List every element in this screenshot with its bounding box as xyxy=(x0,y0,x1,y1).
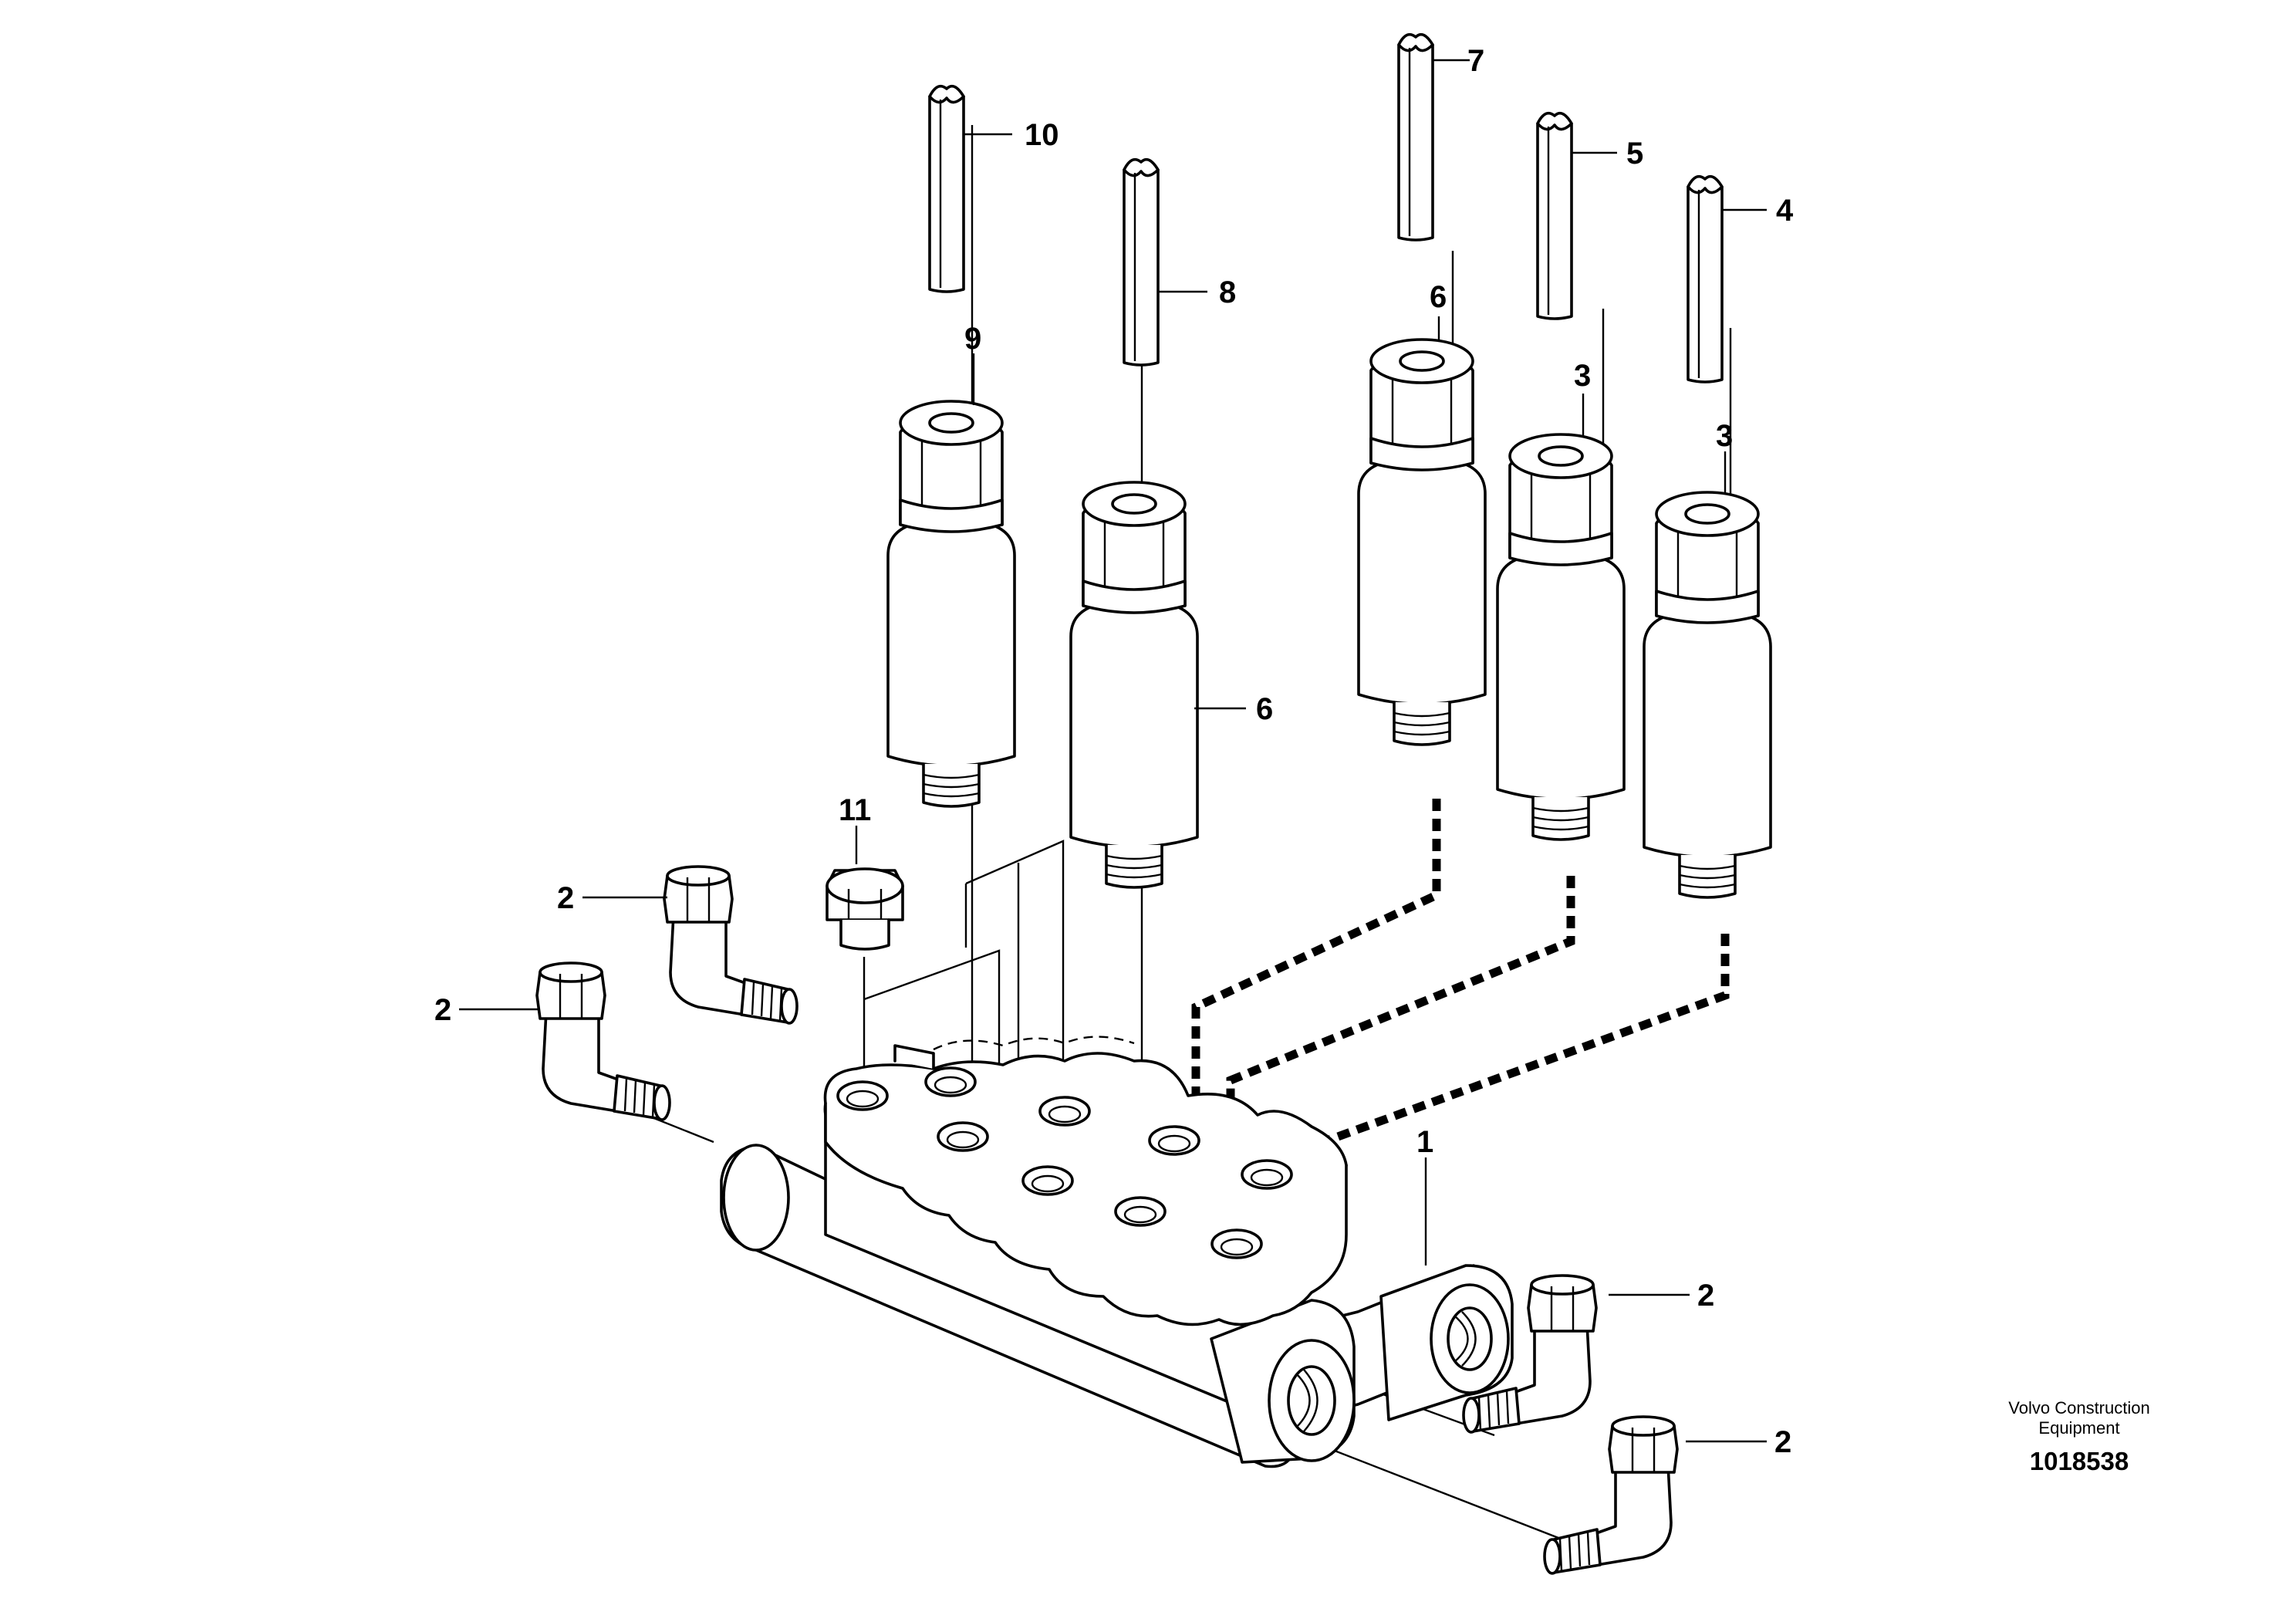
callout-6-left: 6 xyxy=(1256,692,1273,726)
manifold-block xyxy=(720,1036,1514,1468)
callout-3-upper: 3 xyxy=(1574,359,1591,393)
elbow-fitting-2-upper-left xyxy=(663,865,799,1025)
callout-11: 11 xyxy=(839,793,871,827)
elbow-fitting-2-lower-right xyxy=(1543,1415,1679,1575)
callout-1: 1 xyxy=(1416,1125,1433,1159)
callout-6-right: 6 xyxy=(1430,280,1447,314)
tube-5 xyxy=(1536,111,1573,320)
elbow-fitting-2-lower-left xyxy=(535,961,671,1121)
callout-8: 8 xyxy=(1219,275,1236,309)
callout-5: 5 xyxy=(1626,137,1643,171)
callout-leaders xyxy=(459,59,1767,1443)
callout-7: 7 xyxy=(1467,44,1484,78)
caption-company-line1: Volvo Construction xyxy=(2008,1398,2149,1418)
pressure-sensor-6-left xyxy=(1069,481,1199,889)
callout-2-lower-right: 2 xyxy=(1774,1425,1791,1459)
callout-2-upper-left: 2 xyxy=(557,881,574,915)
pressure-sensor-3-upper xyxy=(1496,433,1626,841)
callout-3-lower: 3 xyxy=(1716,419,1733,453)
caption-company-line2: Equipment xyxy=(2038,1418,2119,1438)
pressure-sensor-9 xyxy=(886,400,1016,808)
pressure-sensor-6-right xyxy=(1357,338,1487,746)
tube-7 xyxy=(1397,32,1434,242)
pressure-sensor-3-lower xyxy=(1643,491,1772,899)
plug-11 xyxy=(826,867,904,951)
callout-4: 4 xyxy=(1776,194,1794,228)
tube-10 xyxy=(928,84,965,293)
document-number: 1018538 xyxy=(2030,1447,2129,1475)
callout-10: 10 xyxy=(1025,118,1059,152)
tube-4 xyxy=(1687,174,1724,384)
callout-2-lower-left: 2 xyxy=(434,993,451,1027)
callout-2-upper-right: 2 xyxy=(1697,1279,1714,1313)
tube-8 xyxy=(1123,157,1160,367)
callout-9: 9 xyxy=(964,322,981,356)
